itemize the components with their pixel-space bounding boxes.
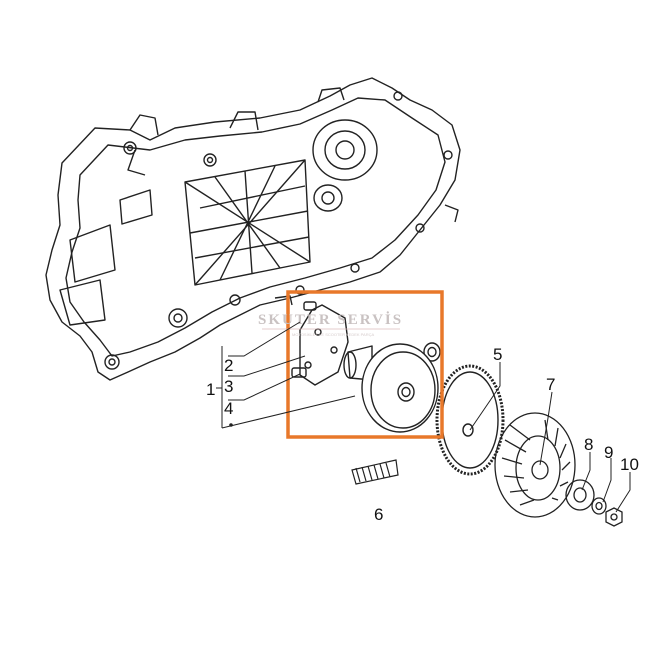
- callout-3: 3: [224, 377, 233, 396]
- leader-dot: [229, 423, 233, 427]
- callout-6: 6: [374, 505, 383, 524]
- variator-assembly: [291, 301, 441, 433]
- fan-drive-pulley: [494, 412, 576, 518]
- callout-1: 1: [206, 380, 215, 399]
- starter-gear-ring: [435, 364, 505, 476]
- callout-labels: 1 2 3 4 5 6 7 8 9 10: [206, 345, 639, 524]
- callout-8: 8: [584, 435, 593, 454]
- watermark-brand: SKUTER SERVİS: [258, 311, 403, 328]
- highlight-box: [286, 290, 444, 439]
- callout-10: 10: [620, 455, 639, 474]
- callout-4: 4: [224, 399, 233, 418]
- callout-5: 5: [493, 345, 502, 364]
- callout-7: 7: [546, 375, 555, 394]
- watermark-tagline: MOTOSİKLET VE SCOOTER YEDEK PARÇA: [292, 332, 375, 337]
- hub-nut-washers: [565, 479, 623, 527]
- leader-lines: [216, 321, 631, 513]
- spring-part: [351, 459, 399, 485]
- callout-9: 9: [604, 443, 613, 462]
- crankcase-housing: [45, 77, 461, 381]
- callout-2: 2: [224, 356, 233, 375]
